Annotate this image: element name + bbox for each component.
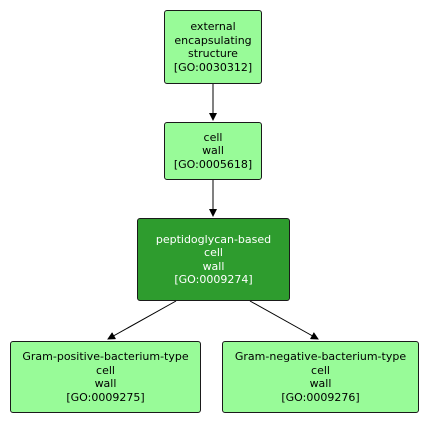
node-go-id: [GO:0009274] <box>174 273 253 286</box>
node-cell-wall[interactable]: cell wall [GO:0005618] <box>164 122 262 180</box>
node-label-line: cell <box>204 246 223 259</box>
node-label-line: wall <box>202 144 224 158</box>
node-go-id: [GO:0030312] <box>173 60 253 74</box>
node-label-line: cell <box>203 130 223 144</box>
node-label-line: structure <box>188 47 238 60</box>
node-label-line: wall <box>94 377 117 390</box>
node-label-line: wall <box>309 377 332 390</box>
node-label-line: Gram-positive-bacterium-type <box>22 350 189 363</box>
node-label-line: cell <box>96 363 115 377</box>
node-peptidoglycan-based-cell-wall[interactable]: peptidoglycan-based cell wall [GO:000927… <box>137 218 290 301</box>
node-go-id: [GO:0009275] <box>66 390 145 404</box>
edge-peptidoglycan-to-gram-positive <box>107 300 177 340</box>
node-go-id: [GO:0009276] <box>281 390 360 404</box>
node-go-id: [GO:0005618] <box>173 157 253 171</box>
node-label-line: cell <box>311 363 330 377</box>
edge-peptidoglycan-to-gram-negative <box>249 300 319 340</box>
node-label-line: wall <box>202 259 225 273</box>
node-label-line: Gram-negative-bacterium-type <box>234 350 407 363</box>
node-gram-negative-cell-wall[interactable]: Gram-negative-bacterium-type cell wall [… <box>222 341 419 413</box>
node-gram-positive-cell-wall[interactable]: Gram-positive-bacterium-type cell wall [… <box>10 341 201 413</box>
node-label-line: external <box>190 20 236 33</box>
node-label-line: encapsulating <box>174 33 252 47</box>
node-label-line: peptidoglycan-based <box>155 232 272 246</box>
node-external-encapsulating-structure[interactable]: external encapsulating structure [GO:003… <box>164 10 262 84</box>
